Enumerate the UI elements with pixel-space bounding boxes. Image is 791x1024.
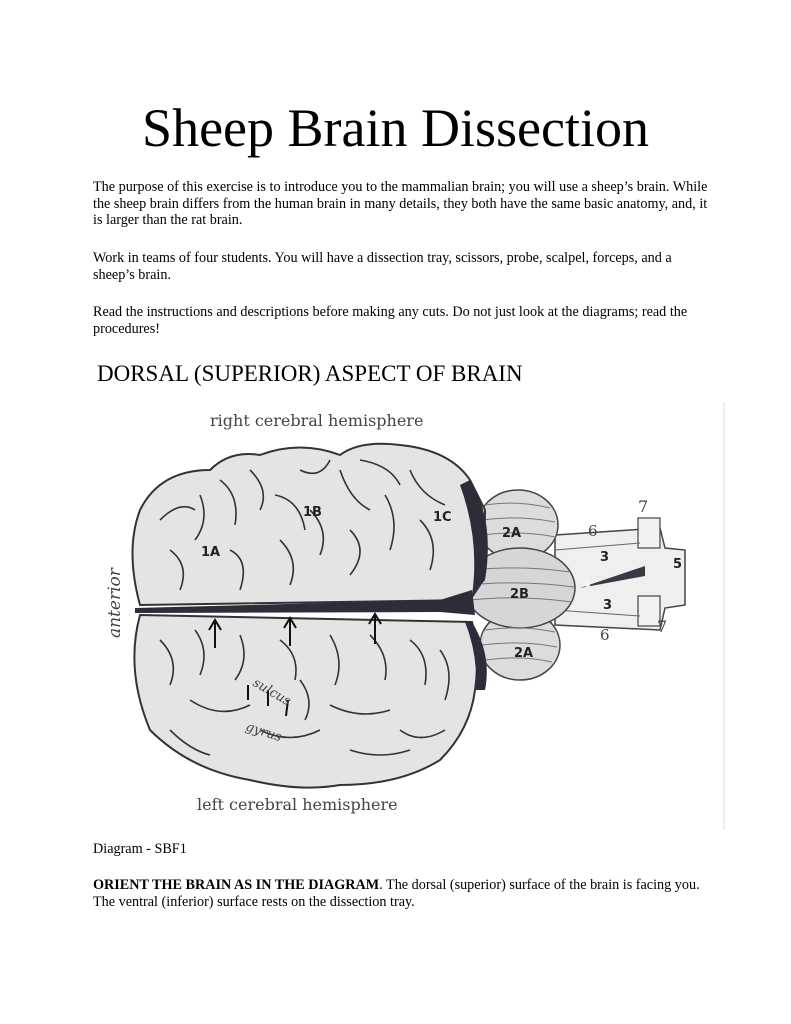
anterior-label: anterior xyxy=(105,567,125,638)
intro-paragraph: The purpose of this exercise is to intro… xyxy=(93,179,708,229)
left-hemisphere-label: left cerebral hemisphere xyxy=(197,795,398,814)
region-1b-label: 1B xyxy=(303,505,322,520)
diagram-caption: Diagram - SBF1 xyxy=(93,841,187,858)
region-7-top-label: 7 xyxy=(638,497,648,516)
section-heading: DORSAL (SUPERIOR) ASPECT OF BRAIN xyxy=(97,360,523,388)
region-2a-top-label: 2A xyxy=(502,526,521,541)
instructions-paragraph: Read the instructions and descriptions b… xyxy=(93,304,708,337)
orient-heading: ORIENT THE BRAIN AS IN THE DIAGRAM xyxy=(93,877,379,893)
spinal-cord xyxy=(555,518,685,630)
cerebrum xyxy=(133,444,488,788)
orient-paragraph: ORIENT THE BRAIN AS IN THE DIAGRAM. The … xyxy=(93,877,708,910)
region-4-label: 4 xyxy=(582,577,590,591)
region-1a-label: 1A xyxy=(201,545,220,560)
teams-paragraph: Work in teams of four students. You will… xyxy=(93,250,708,283)
brain-diagram: right cerebral hemisphere left cerebral … xyxy=(100,400,730,830)
region-5-label: 5 xyxy=(673,557,682,572)
region-6-top-label: 6 xyxy=(588,522,598,540)
region-2b-label: 2B xyxy=(510,587,529,602)
region-1c-label: 1C xyxy=(433,510,452,525)
region-3-bottom-label: 3 xyxy=(603,598,612,613)
right-hemisphere-label: right cerebral hemisphere xyxy=(210,411,423,430)
region-3-top-label: 3 xyxy=(600,550,609,565)
page-title: Sheep Brain Dissection xyxy=(0,96,791,160)
region-6-bottom-label: 6 xyxy=(600,626,610,644)
region-2a-bottom-label: 2A xyxy=(514,646,533,661)
region-7-bottom-label: 7 xyxy=(657,617,667,636)
